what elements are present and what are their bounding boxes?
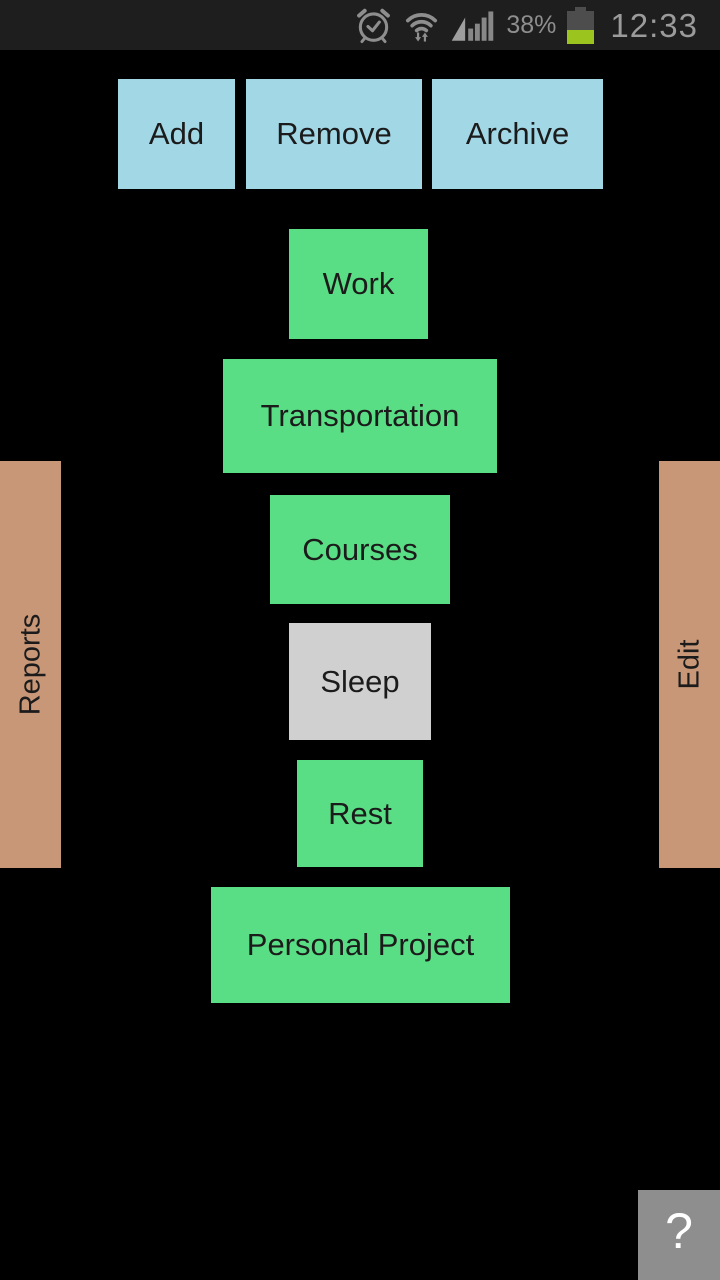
alarm-clock-icon [357, 8, 391, 43]
edit-button[interactable]: Edit [659, 461, 720, 868]
add-button[interactable]: Add [118, 79, 235, 189]
activity-button-transportation[interactable]: Transportation [223, 359, 497, 473]
battery-level-fill [567, 30, 595, 44]
battery-percent-text: 38% [506, 10, 557, 39]
remove-button[interactable]: Remove [246, 79, 422, 189]
archive-button[interactable]: Archive [432, 79, 603, 189]
reports-label: Reports [14, 613, 47, 716]
signal-strength-icon [452, 10, 494, 41]
activity-button-personal-project[interactable]: Personal Project [211, 887, 510, 1003]
activity-button-courses[interactable]: Courses [270, 495, 450, 604]
battery-body [567, 10, 595, 44]
edit-label: Edit [672, 639, 705, 690]
reports-button[interactable]: Reports [0, 461, 61, 868]
battery-icon [567, 6, 595, 44]
activity-button-sleep[interactable]: Sleep [289, 623, 431, 740]
wifi-updown-icon [406, 12, 438, 42]
clock-text: 12:33 [610, 6, 698, 44]
status-bar: 38% 12:33 [0, 0, 720, 50]
help-button[interactable]: ? [638, 1190, 720, 1280]
activity-button-rest[interactable]: Rest [297, 760, 423, 867]
activity-button-work[interactable]: Work [289, 229, 428, 339]
battery-nub [575, 6, 587, 11]
